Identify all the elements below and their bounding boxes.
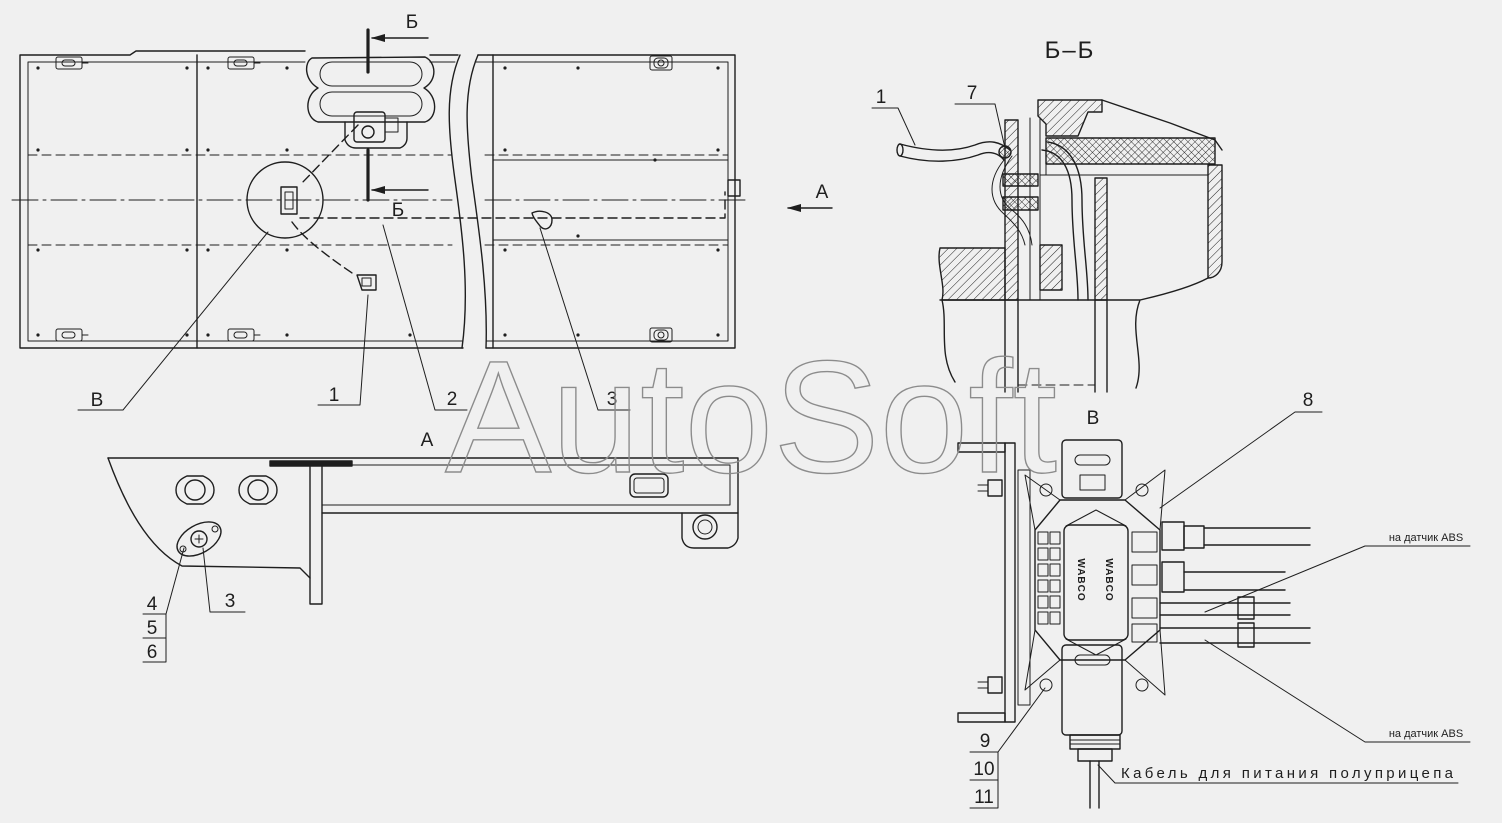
frame-outline <box>19 50 736 349</box>
section-b-b: Б–Б 1 7 <box>871 37 1223 393</box>
mounting-flanges <box>1024 469 1166 696</box>
frame-latch <box>55 328 89 342</box>
break-line <box>448 54 487 349</box>
view-arrow-label: А <box>816 182 829 203</box>
section-cut-b: Б Б <box>366 12 429 221</box>
callout-1-section: 1 <box>876 87 887 108</box>
view-v: В W <box>957 390 1471 809</box>
callout-9: 9 <box>980 731 991 752</box>
air-spring <box>305 56 436 149</box>
callout-8: 8 <box>1303 390 1314 411</box>
rivet-dots <box>36 66 720 337</box>
callout-6: 6 <box>147 642 158 663</box>
frame-latch <box>227 56 261 70</box>
tow-bracket <box>681 512 739 549</box>
lower-outline <box>939 277 1209 393</box>
abs-socket-flange <box>176 521 222 557</box>
view-a: А <box>107 430 739 663</box>
rear-connector-icon <box>727 179 741 197</box>
floor-edge-profile <box>1037 99 1103 137</box>
section-mark-bottom: Б <box>392 200 404 221</box>
callout-5: 5 <box>147 618 158 639</box>
plan-callouts: В 1 2 3 <box>77 224 631 411</box>
frame-latch <box>55 56 89 70</box>
main-beam-section <box>938 247 1006 301</box>
modulator-location-circle <box>246 161 324 239</box>
slot-hole <box>629 473 669 498</box>
abs-cable-routing <box>291 124 741 291</box>
view-arrow-a: А <box>787 182 833 212</box>
callout-11: 11 <box>974 787 994 808</box>
view-a-title: А <box>421 430 434 451</box>
mounting-bracket <box>957 442 1031 723</box>
wheel-sensor-mark <box>531 210 553 230</box>
hidden-longitudinal-beams <box>27 154 729 246</box>
callout-3-view-a: 3 <box>225 591 236 612</box>
watermark: AutoSoft <box>445 327 1057 506</box>
abs-cable-1 <box>896 141 1089 301</box>
note-abs-sensor-lower: на датчик ABS <box>1389 728 1463 740</box>
view-v-callouts: 8 на датчик ABS на датчик ABS 9 10 11 Ка… <box>969 390 1471 809</box>
abs-sensor-icon <box>356 274 377 291</box>
modulator-vents <box>1037 531 1061 625</box>
floor-insulation <box>1045 137 1216 165</box>
frame-latches <box>55 55 673 343</box>
plan-view: Б Б А В 1 2 3 <box>11 12 833 411</box>
callout-1: 1 <box>329 385 340 406</box>
note-power-cable: Кабель для питания полуприцепа <box>1121 765 1454 782</box>
frame-latch <box>227 328 261 342</box>
callout-2: 2 <box>447 389 458 410</box>
lamp-holes <box>175 475 278 505</box>
u-profile-section <box>1094 177 1108 301</box>
section-b-b-title: Б–Б <box>1045 37 1096 64</box>
modulator-ports <box>1131 531 1158 643</box>
bracket-bolts <box>977 479 1003 694</box>
modulator-brand-left: WABCO <box>1075 558 1086 601</box>
floor-outer-surface <box>1101 99 1223 151</box>
note-abs-sensor-upper: на датчик ABS <box>1389 532 1463 544</box>
callout-4: 4 <box>147 594 158 615</box>
grommet-lower <box>1002 196 1039 211</box>
abs-modulator: WABCO WABCO <box>1024 439 1166 809</box>
side-wall <box>1207 164 1223 279</box>
sensor-cables <box>1159 521 1311 648</box>
rear-cross-member <box>107 457 739 605</box>
callout-3: 3 <box>607 389 618 410</box>
frame-latch <box>649 55 673 71</box>
level-valve-icon <box>361 125 375 139</box>
view-v-title: В <box>1087 408 1100 429</box>
modulator-brand-right: WABCO <box>1103 558 1114 601</box>
power-connector <box>1069 734 1121 809</box>
callout-detail-v: В <box>91 390 104 411</box>
section-callouts: 1 7 <box>871 83 1006 149</box>
section-mark-top: Б <box>406 12 418 33</box>
grommet-upper <box>1002 173 1039 187</box>
view-a-callouts: 4 5 6 3 <box>142 547 246 663</box>
callout-10: 10 <box>973 759 994 780</box>
callout-7: 7 <box>967 83 978 104</box>
